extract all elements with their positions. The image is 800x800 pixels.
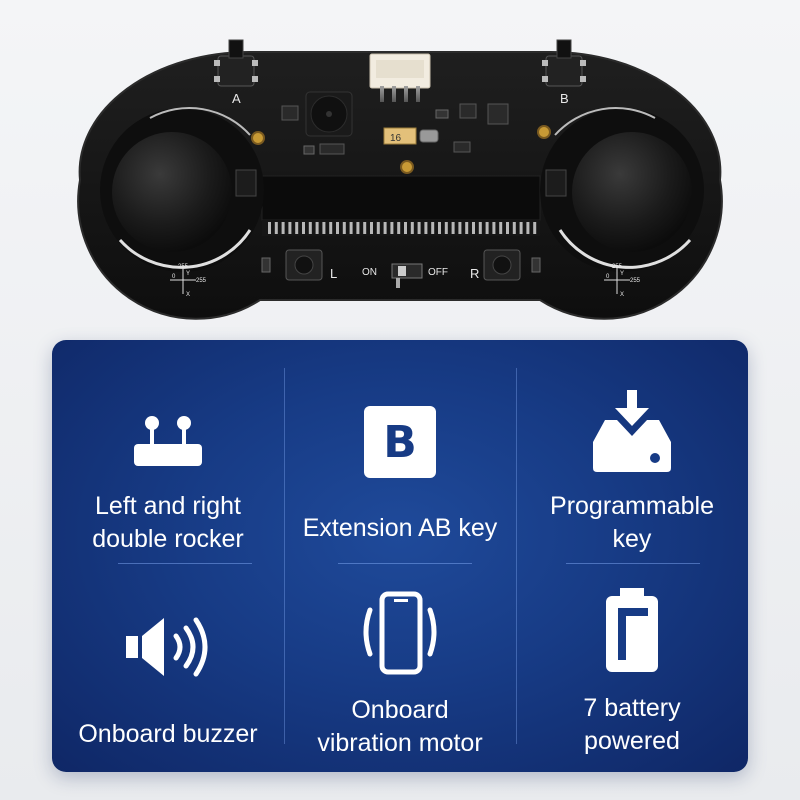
label-a: A	[232, 91, 241, 106]
joystick-icon	[128, 380, 208, 472]
edge-pin	[376, 222, 380, 234]
edge-pin	[336, 222, 339, 234]
edge-pin	[519, 222, 523, 234]
edge-pin	[451, 222, 455, 234]
switch-a	[214, 39, 258, 87]
svg-text:X: X	[620, 292, 624, 298]
buzzer	[305, 91, 353, 137]
edge-pin	[485, 222, 489, 234]
label-l: L	[330, 266, 337, 281]
download-icon	[591, 378, 673, 472]
feature-label: 7 battery powered	[583, 694, 681, 755]
feature-battery: 7 battery powered	[516, 556, 748, 772]
edge-pin	[424, 222, 428, 234]
connector	[369, 53, 431, 102]
edge-pin	[370, 222, 373, 234]
label-r: R	[470, 266, 479, 281]
svg-text:16: 16	[390, 133, 402, 144]
svg-text:255: 255	[178, 264, 189, 270]
left-joystick	[100, 107, 264, 272]
switch-r	[483, 249, 521, 281]
feature-programmable-key: Programmable key	[516, 340, 748, 556]
edge-pin	[458, 222, 462, 234]
svg-text:Y: Y	[186, 271, 190, 277]
edge-pin	[397, 222, 401, 234]
right-axis-diagram	[604, 268, 630, 294]
divider-vertical-left	[284, 368, 285, 744]
edge-pin	[356, 222, 360, 234]
edge-pin	[499, 222, 503, 234]
edge-pin	[302, 222, 305, 234]
switch-l	[285, 249, 323, 281]
feature-label: Programmable key	[550, 492, 714, 553]
vibration-icon	[358, 580, 442, 676]
battery-icon	[602, 578, 662, 674]
b-key-icon: B	[364, 382, 436, 478]
feature-label: Left and right double rocker	[92, 492, 244, 553]
edge-pin	[363, 222, 367, 234]
edge-pin	[492, 222, 496, 234]
edge-pin	[404, 222, 407, 234]
edge-pin	[329, 222, 333, 234]
edge-pin	[308, 222, 312, 234]
edge-pin	[349, 222, 353, 234]
feature-vibration-motor: Onboard vibration motor	[284, 556, 516, 772]
divider-horizontal-2	[338, 563, 472, 564]
edge-pin	[383, 222, 387, 234]
edge-pin	[281, 222, 285, 234]
gamepad-product-image: A B 16	[0, 0, 800, 330]
edge-pin	[342, 222, 346, 234]
power-switch	[391, 263, 423, 288]
speaker-icon	[122, 586, 214, 682]
edge-pin	[526, 222, 530, 234]
svg-text:255: 255	[196, 278, 207, 284]
edge-pin	[465, 222, 469, 234]
feature-double-rocker: Left and right double rocker	[52, 340, 284, 556]
feature-label: Onboard vibration motor	[317, 696, 483, 757]
edge-pin	[295, 222, 299, 234]
edge-pin	[274, 222, 278, 234]
feature-label: Onboard buzzer	[78, 720, 258, 748]
right-joystick	[540, 107, 704, 272]
divider-horizontal-3	[566, 563, 700, 564]
edge-pin	[512, 222, 516, 234]
left-axis-diagram	[170, 268, 196, 294]
svg-text:255: 255	[612, 264, 623, 270]
edge-pin	[478, 222, 482, 234]
divider-vertical-right	[516, 368, 517, 744]
feature-buzzer: Onboard buzzer	[52, 556, 284, 772]
edge-pin	[322, 222, 326, 234]
features-panel: Left and right double rocker B Extension…	[52, 340, 748, 772]
edge-pin	[506, 222, 509, 234]
svg-text:0: 0	[606, 274, 610, 280]
svg-text:0: 0	[172, 274, 176, 280]
svg-text:B: B	[383, 417, 417, 468]
edge-pin	[315, 222, 319, 234]
edge-pin	[533, 222, 537, 234]
edge-pin	[417, 222, 421, 234]
svg-text:255: 255	[630, 278, 641, 284]
feature-label: Extension AB key	[302, 514, 498, 542]
label-b: B	[560, 91, 569, 106]
vibration-motor	[419, 129, 439, 143]
svg-text:X: X	[186, 292, 190, 298]
divider-horizontal-1	[118, 563, 252, 564]
edge-pin	[444, 222, 448, 234]
edge-pin	[472, 222, 475, 234]
label-off: OFF	[428, 267, 448, 278]
edge-pin	[431, 222, 435, 234]
label-on: ON	[362, 267, 377, 278]
feature-ab-key: B Extension AB key	[284, 340, 516, 556]
capacitor: 16	[383, 127, 417, 145]
edge-pin	[288, 222, 292, 234]
edge-pin	[390, 222, 394, 234]
switch-b	[542, 39, 586, 87]
svg-text:Y: Y	[620, 271, 624, 277]
edge-pin	[438, 222, 441, 234]
edge-pin	[268, 222, 271, 234]
edge-pin	[410, 222, 414, 234]
